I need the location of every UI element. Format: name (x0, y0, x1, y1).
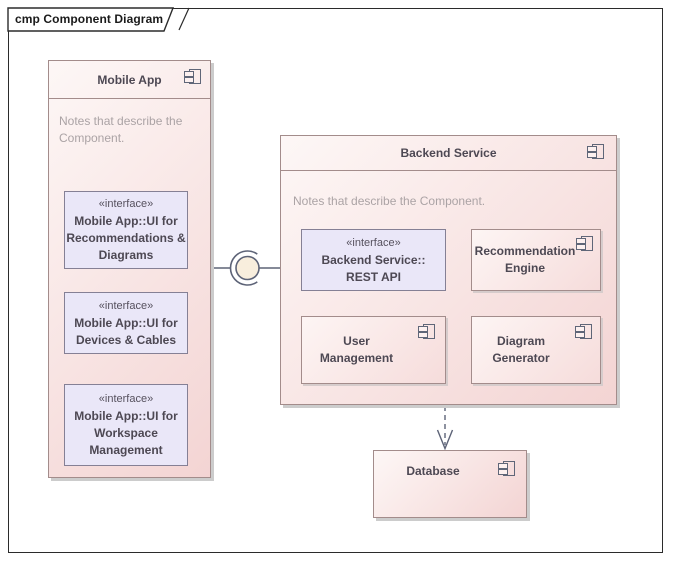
component-recommendation-engine[interactable]: Recommendation Engine (471, 229, 601, 291)
component-icon (418, 324, 435, 339)
frame-tab-slash (178, 7, 190, 31)
component-diagram-generator[interactable]: Diagram Generator (471, 316, 601, 384)
interface-stereotype: «interface» (98, 299, 154, 312)
component-database[interactable]: Database (373, 450, 527, 518)
interface-stereotype: «interface» (346, 236, 401, 249)
component-icon (587, 144, 604, 159)
interface-stereotype: «interface» (98, 198, 154, 210)
interface-mobile-ui-workspace[interactable]: «interface» Mobile App::UI for Workspace… (64, 384, 188, 466)
interface-name: Mobile App::UI for Devices & Cables (74, 315, 178, 347)
backend-service-title: Backend Service (400, 146, 497, 160)
diagram-frame (8, 8, 663, 553)
component-name: Diagram Generator (492, 334, 550, 365)
component-icon (184, 69, 201, 84)
mobile-app-title: Mobile App (97, 72, 162, 87)
frame-tab-label: cmp Component Diagram (15, 12, 164, 26)
component-name: Recommendation Engine (474, 244, 576, 275)
interface-mobile-ui-devices[interactable]: «interface» Mobile App::UI for Devices &… (64, 292, 188, 354)
component-mobile-app[interactable]: Mobile App Notes that describe the Compo… (48, 60, 211, 478)
backend-service-note: Notes that describe the Component. (293, 194, 486, 208)
interface-name: Mobile App::UI for Workspace Management (74, 409, 178, 457)
required-interface-socket[interactable] (229, 250, 258, 286)
interface-name: Backend Service:: REST API (321, 252, 426, 284)
provided-interface-ball[interactable] (235, 255, 260, 281)
component-icon (575, 324, 592, 339)
component-icon (576, 236, 593, 251)
interface-stereotype: «interface» (98, 393, 154, 405)
component-backend-service[interactable]: Backend Service Notes that describe the … (280, 135, 617, 405)
mobile-app-note: Notes that describe the Component. (59, 114, 183, 145)
backend-service-header: Backend Service (281, 136, 616, 171)
dependency-arrow[interactable] (436, 406, 454, 451)
interface-name: Mobile App::UI for Recommendations & Dia… (66, 214, 186, 262)
assembly-connector[interactable] (211, 250, 281, 286)
component-icon (498, 461, 515, 476)
interface-backend-rest-api[interactable]: «interface» Backend Service:: REST API (301, 229, 446, 291)
component-name: User Management (319, 334, 394, 365)
interface-mobile-ui-recommendations[interactable]: «interface» Mobile App::UI for Recommend… (64, 191, 188, 269)
mobile-app-header: Mobile App (49, 61, 210, 99)
frame-tab (7, 7, 175, 32)
database-title: Database (406, 464, 460, 478)
dependency-arrowhead-icon (436, 429, 454, 451)
component-user-management[interactable]: User Management (301, 316, 446, 384)
